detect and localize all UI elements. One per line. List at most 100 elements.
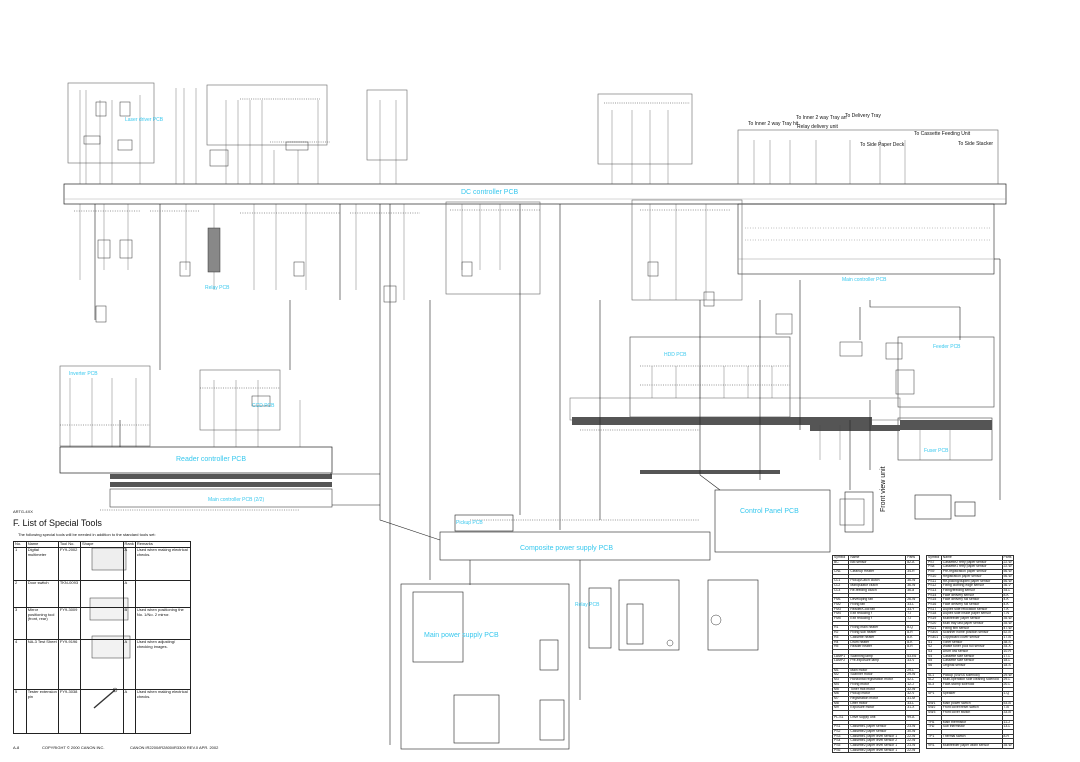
composite-power-frame [439,531,711,561]
table-row: 1 Digital multimeter FY9-2002 A Used whe… [13,547,192,581]
cell-name: Mirror positioning tool (front, rear) [25,607,59,640]
cell-no: 4 [13,639,27,690]
laser-driver-label: Laser driver PCB [125,117,164,123]
cell-symbol: VR1 [926,743,942,749]
cell-symbol: CL3 [831,587,850,594]
inverter-label: Inverter PCB [69,371,98,377]
ccd-label: CCD PCB [252,403,275,409]
fuser-label: Fuser PCB [924,448,949,454]
cell-tool-no: FY9-3009 [57,607,81,640]
cell-remarks: Used when positioning the No. 1/No. 2 mi… [134,607,192,640]
cell-parts: 31-X [905,705,920,712]
note-side-deck: To Side Paper Deck [860,142,905,148]
cell-no: 2 [13,580,27,608]
page-number: A-8 [13,745,20,750]
cell-rank: B [122,607,136,640]
cell-rank: A [122,689,136,734]
document-code: ARTG-4XX [13,509,33,514]
table-row: 4 NA-3 Test Sheet FY9-9196 A Used when a… [13,639,192,690]
cell-no: 5 [13,689,27,734]
tool-image-test-sheet [79,639,124,690]
cell-name: Reader heater [848,644,907,650]
cell-symbol: LAMP2 [831,658,850,665]
cell-symbol: M9 [831,705,850,712]
table-row: 2 Door switch TKN-0093 A [13,580,192,608]
cell-tool-no: TKN-0093 [57,580,81,608]
note-relay-delivery: Relay delivery unit [797,124,838,130]
tool-image-mirror-tool [79,607,124,640]
cell-name: Digital multimeter [25,547,59,581]
revision: CANON iR2200/iR2800/iR3300 REV.0 APR. 20… [130,745,219,750]
cell-remarks [134,580,192,608]
note-inner-tray-b: To Inner 2 way Tray hit [748,121,799,127]
cell-parts: 1-Q [1001,691,1015,698]
note-inner-tray-a: To Inner 2 way Tray an [796,115,847,121]
cell-parts: 7-I [905,616,920,622]
cell-symbol: PS6 [831,747,850,754]
section-intro: The following special tools will be need… [18,532,156,537]
cell-parts: 20-L [1001,681,1015,688]
main-controller-label: Main controller PCB [842,277,887,283]
main-power-frame [400,583,570,750]
cell-name: Re-feeding clutch [848,587,907,594]
table-row: 5 Tester extension pin FY9-3038 A Used w… [13,689,192,734]
control-panel-label: Control Panel PCB [740,508,799,515]
pickup-label: Pickup PCB [456,520,483,526]
main-controller-frame [737,203,995,275]
cell-parts: 33-B [1001,710,1015,716]
cell-parts: 99-A [905,714,920,721]
cell-name: Multifeeder paper width sensor [940,743,1003,749]
cell-name: Tester extension pin [25,689,59,734]
table-row: 3 Mirror positioning tool (front, rear) … [13,607,192,640]
cell-parts: 18-S [1001,663,1015,669]
cell-parts: 8-R [1001,733,1015,740]
feeder-label: Feeder PCB [933,344,961,350]
tool-image-multimeter [79,547,124,581]
cell-rank: A [122,639,136,690]
relay-lower-label: Relay PCB [575,602,600,608]
cell-symbol: H5 [831,644,850,650]
cell-name: BM sensor [848,559,907,566]
cell-name: Drive supply unit [848,714,907,721]
dc-controller-label: DC controller PCB [461,189,519,196]
cell-rank: A [122,580,136,608]
control-panel-frame [714,489,831,553]
cell-name: Cleanup Heater [848,569,907,575]
cell-tool-no: FY9-9196 [57,639,81,690]
cell-name: Cassette2 paper level sensor 1 [848,747,907,754]
section-title: F. List of Special Tools [13,518,102,528]
reader-controller-frame [59,446,333,474]
cell-tool-no: FY9-2002 [57,547,81,581]
cell-parts: 82-A [905,559,920,566]
cell-remarks: Used when adjusting/ checking images. [134,639,192,690]
cell-parts: 22-W [905,747,920,754]
reader-controller-label: Reader controller PCB [176,456,247,463]
cell-tool-no: FY9-3038 [57,689,81,734]
front-view-label: Front view unit [880,466,887,512]
cell-symbol: BC [831,559,850,566]
cell-parts: 13-L [1001,724,1015,730]
tool-image-extension-pin [79,689,124,734]
cell-name: NA-3 Test Sheet [25,639,59,690]
main-power-label: Main power supply PCB [424,632,499,639]
cell-symbol: PL-S1 [831,714,850,721]
note-cassette: To Cassette Feeding Unit [914,131,971,137]
cell-symbol: CN1 [831,569,850,575]
special-tools-table: No. Name Tool No. Shape Rank Remarks 1 D… [13,541,192,734]
cell-symbol: FM5 [831,616,850,622]
